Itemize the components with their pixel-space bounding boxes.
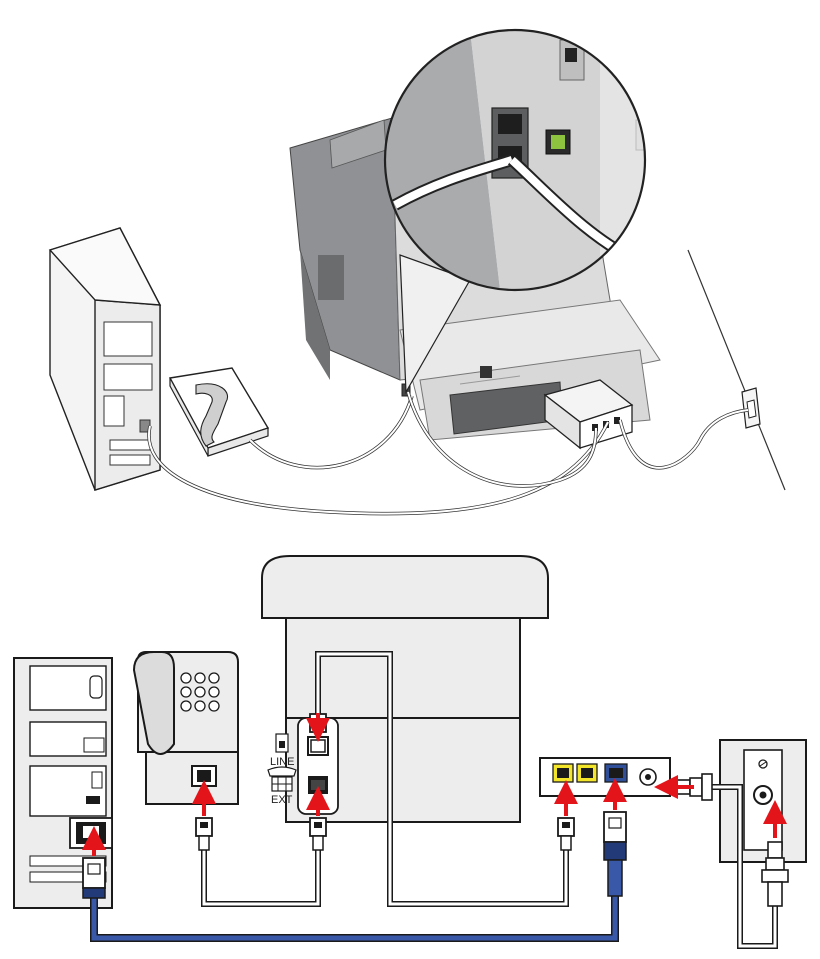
- ext-port-label: EXT: [267, 766, 297, 806]
- plug-adapter-phone: [557, 817, 575, 851]
- plug-ethernet-adapter: [603, 811, 627, 897]
- zoom-callout: [383, 28, 647, 395]
- voip-adapter-schematic: [539, 757, 671, 797]
- wall-plate-schematic: [719, 739, 807, 863]
- line-port-label: LINE: [270, 733, 294, 768]
- plug-coax-wall: [761, 841, 789, 907]
- wall-jack-top: [741, 387, 761, 429]
- plug-phone: [195, 817, 213, 851]
- phone-cables: [201, 651, 778, 949]
- telephone-icon: [267, 766, 297, 792]
- plug-ethernet-computer: [82, 857, 106, 899]
- ethernet-cable: [90, 896, 619, 942]
- red-arrows: [82, 713, 787, 856]
- bottom-schematic: LINE EXT: [13, 555, 807, 949]
- top-illustration: [48, 28, 786, 516]
- line-label: LINE: [270, 756, 294, 768]
- plug-printer-ext: [309, 817, 327, 851]
- telephone-top: [168, 367, 270, 457]
- wall-edge: [687, 249, 786, 491]
- telephone-schematic: [132, 651, 239, 805]
- printer-schematic: [261, 555, 549, 823]
- computer-tower-top: [48, 227, 162, 491]
- cables-top: [147, 391, 749, 516]
- ext-label: EXT: [271, 794, 293, 806]
